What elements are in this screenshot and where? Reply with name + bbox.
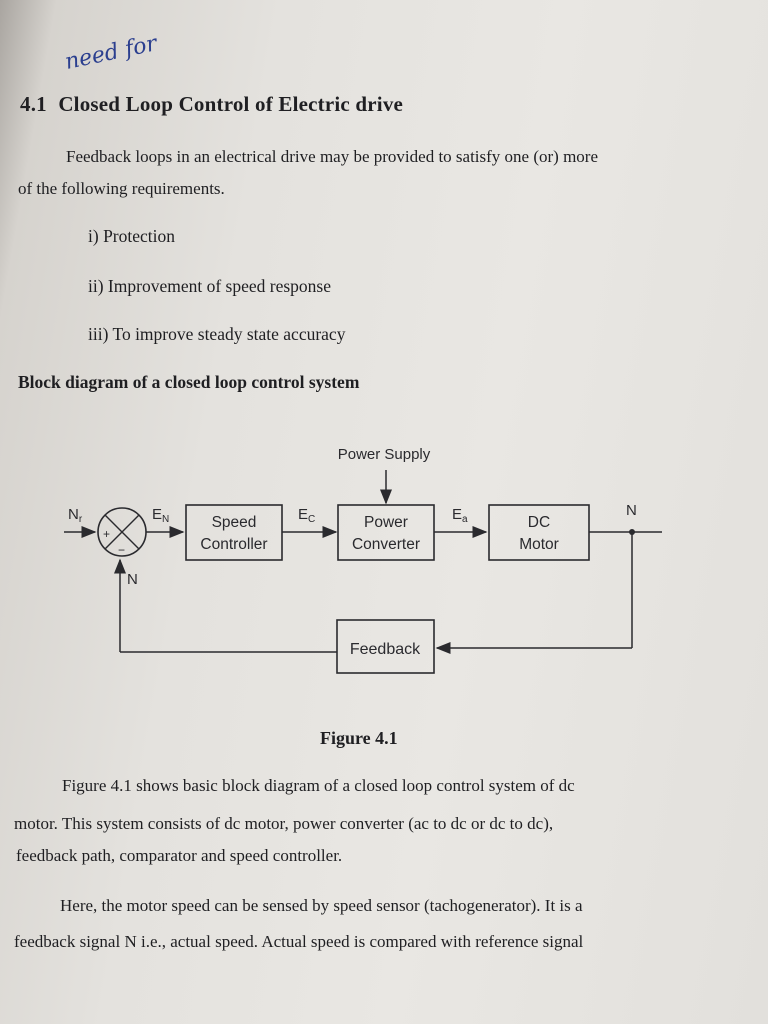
feedback-block [336, 619, 435, 674]
ec-signal-label: EC [298, 506, 315, 525]
comparator-minus: − [118, 543, 125, 557]
intro-line-1: Feedback loops in an electrical drive ma… [66, 147, 599, 166]
feedback-input-label: N [127, 571, 138, 588]
body-line-2: motor. This system consists of dc motor,… [14, 814, 554, 833]
dc-motor-label-2: Motor [519, 536, 559, 553]
speed-controller-label-2: Controller [200, 536, 267, 553]
power-supply-label: Power Supply [338, 446, 431, 463]
dc-motor-label-1: DC [528, 514, 550, 531]
body-line-5: feedback signal N i.e., actual speed. Ac… [14, 932, 584, 951]
speed-controller-label-1: Speed [212, 514, 257, 531]
feedback-block-label: Feedback [350, 641, 421, 658]
body-line-3: feedback path, comparator and speed cont… [16, 846, 343, 865]
error-signal-label: EN [152, 506, 169, 525]
power-converter-label-2: Converter [352, 536, 420, 553]
power-converter-label-1: Power [364, 514, 408, 531]
diagram-heading: Block diagram of a closed loop control s… [18, 372, 360, 392]
block-diagram: Power Supply Nr + − EN Speed Controller … [64, 446, 662, 674]
ea-signal-label: Ea [452, 506, 468, 525]
requirement-item-3: iii) To improve steady state accuracy [88, 324, 346, 344]
body-line-4: Here, the motor speed can be sensed by s… [60, 896, 583, 915]
output-signal-label: N [626, 502, 637, 519]
input-signal-label: Nr [68, 506, 83, 525]
comparator: + − [97, 507, 147, 557]
comparator-plus: + [103, 527, 110, 541]
figure-caption: Figure 4.1 [320, 728, 398, 748]
section-heading: 4.1 Closed Loop Control of Electric driv… [20, 92, 403, 117]
section-number: 4.1 [20, 92, 47, 116]
body-line-1: Figure 4.1 shows basic block diagram of … [62, 776, 575, 795]
handwritten-note: need for [62, 31, 160, 76]
section-title: Closed Loop Control of Electric drive [58, 92, 404, 116]
requirement-item-2: ii) Improvement of speed response [88, 276, 331, 296]
requirement-item-1: i) Protection [88, 226, 175, 246]
intro-line-2: of the following requirements. [18, 179, 225, 198]
